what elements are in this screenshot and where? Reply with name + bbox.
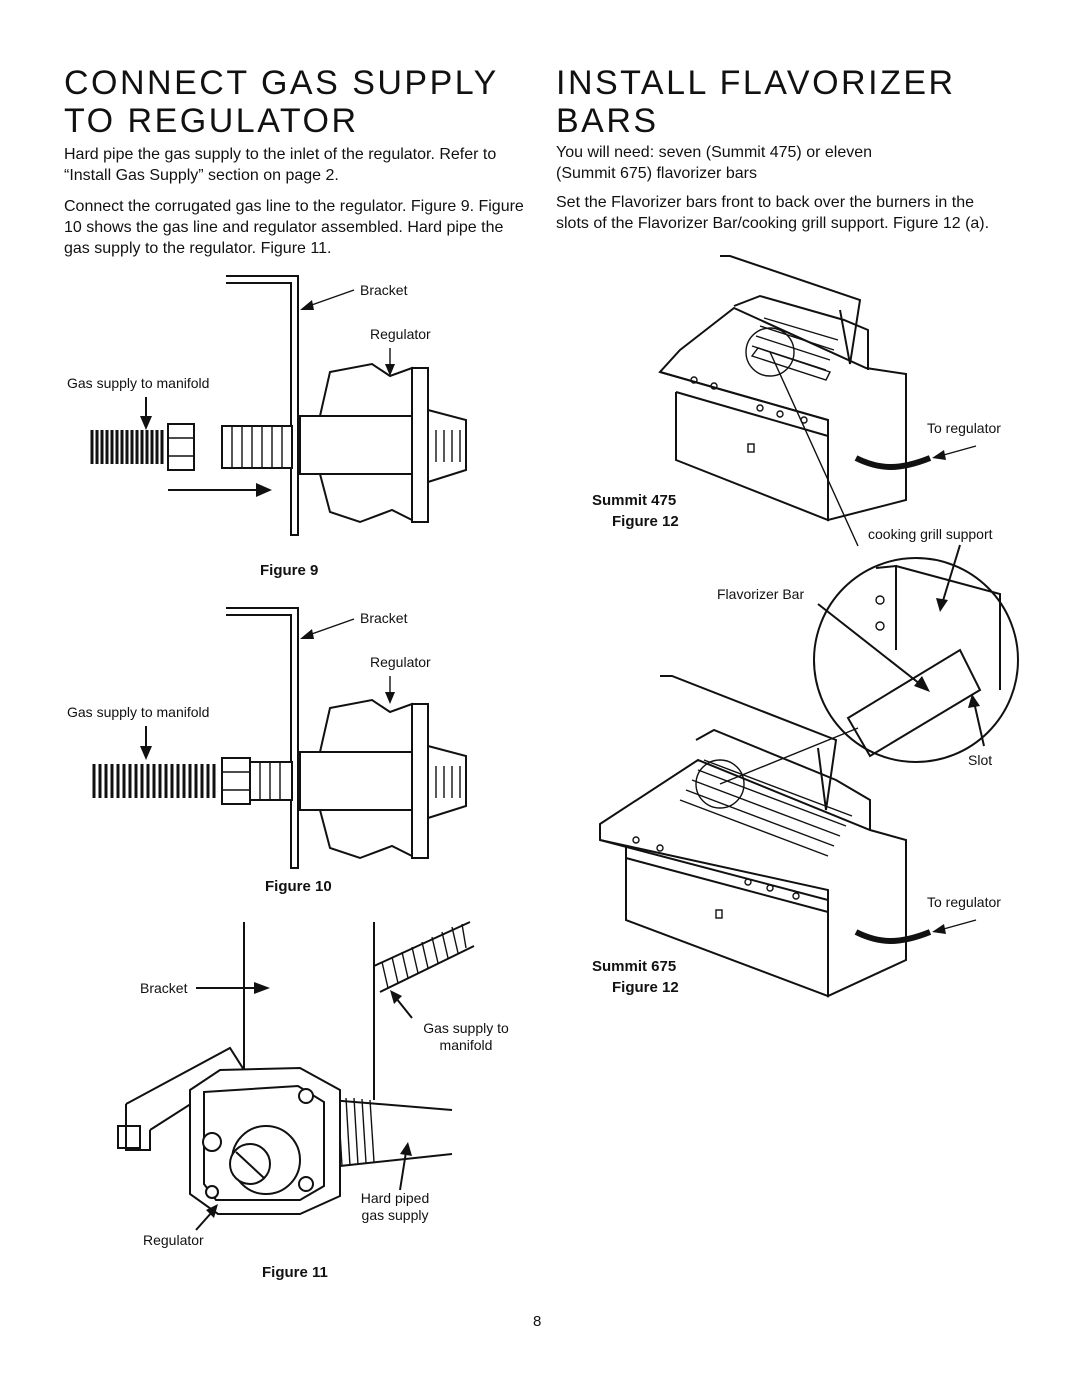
figure-12-to-regulator-2-label: To regulator <box>927 894 1001 910</box>
figure-12-to-regulator-1-label: To regulator <box>927 420 1001 436</box>
figure-11-bracket-label: Bracket <box>140 980 188 996</box>
figure-9-gas-supply-label: Gas supply to manifold <box>67 375 210 391</box>
right-heading: INSTALL FLAVORIZER BARS <box>556 64 956 140</box>
left-paragraph-2: Connect the corrugated gas line to the r… <box>64 198 524 257</box>
figure-11-gas-supply-label: Gas supply to manifold <box>423 1020 509 1053</box>
figure-11-caption: Figure 11 <box>262 1264 328 1281</box>
figure-10-caption: Figure 10 <box>265 878 332 895</box>
summit-475-label: Summit 475 <box>592 492 677 509</box>
figure-10-gas-supply-label: Gas supply to manifold <box>67 704 210 720</box>
figure-10-bracket-label: Bracket <box>360 610 408 626</box>
figure-10-regulator-label: Regulator <box>370 654 431 670</box>
page-number: 8 <box>533 1313 542 1330</box>
figure-12-caption-1: Figure 12 <box>612 513 679 530</box>
left-heading: CONNECT GAS SUPPLY TO REGULATOR <box>64 64 499 140</box>
figure-12-caption-2: Figure 12 <box>612 979 679 996</box>
summit-475-grill-drawing <box>658 255 932 522</box>
summit-675-label: Summit 675 <box>592 958 677 975</box>
figure-11-hard-piped-label: Hard piped gas supply <box>360 1190 430 1223</box>
figure-9-regulator-label: Regulator <box>370 326 431 342</box>
grill-support-label: cooking grill support <box>868 526 993 542</box>
right-paragraph-1: You will need: seven (Summit 475) or ele… <box>556 144 873 182</box>
left-paragraph-1: Hard pipe the gas supply to the inlet of… <box>64 146 497 184</box>
flavorizer-bar-label: Flavorizer Bar <box>717 586 805 602</box>
figure-9-caption: Figure 9 <box>260 562 319 579</box>
summit-675-grill-drawing <box>599 675 932 998</box>
slot-label: Slot <box>968 752 993 768</box>
right-paragraph-2: Set the Flavorizer bars front to back ov… <box>556 194 990 232</box>
figure-9-bracket-label: Bracket <box>360 282 408 298</box>
figure-11-regulator-label: Regulator <box>143 1232 204 1248</box>
